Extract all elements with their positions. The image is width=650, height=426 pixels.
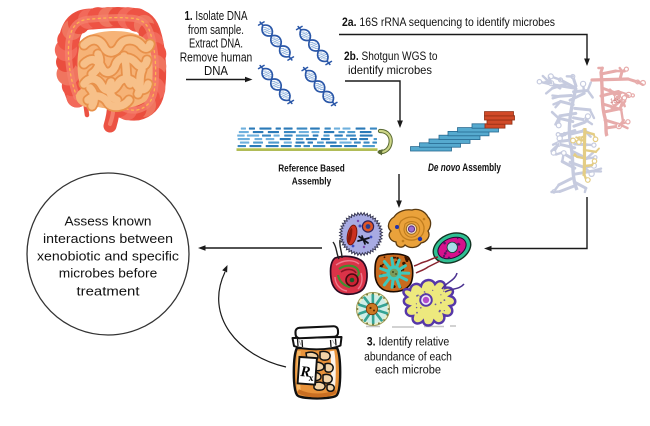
svg-text:from sample.: from sample. [188, 23, 244, 37]
svg-text:DNA: DNA [204, 64, 229, 78]
svg-text:3. Identify relative: 3. Identify relative [367, 335, 450, 349]
svg-text:abundance of each: abundance of each [364, 349, 452, 363]
svg-text:identify microbes: identify microbes [348, 63, 432, 77]
svg-text:Assembly: Assembly [292, 177, 332, 188]
svg-text:Assess known: Assess known [65, 213, 152, 228]
svg-text:treatment: treatment [77, 283, 141, 298]
svg-text:Remove human: Remove human [180, 50, 253, 64]
svg-text:2a. 16S rRNA sequencing to ide: 2a. 16S rRNA sequencing to identify micr… [342, 15, 555, 29]
svg-text:x: x [308, 374, 314, 384]
svg-text:microbes before: microbes before [59, 266, 158, 281]
svg-text:1. Isolate DNA: 1. Isolate DNA [185, 9, 249, 23]
svg-text:Extract DNA.: Extract DNA. [189, 37, 243, 51]
svg-text:Reference Based: Reference Based [278, 164, 345, 175]
svg-text:2b. Shotgun WGS to: 2b. Shotgun WGS to [344, 49, 438, 63]
svg-text:De novo Assembly: De novo Assembly [428, 162, 501, 174]
svg-text:xenobiotic and specific: xenobiotic and specific [37, 248, 180, 263]
svg-text:interactions between: interactions between [43, 231, 173, 246]
svg-text:16S: 16S [610, 99, 621, 105]
svg-text:each microbe: each microbe [375, 363, 441, 377]
svg-text:R: R [299, 364, 311, 381]
